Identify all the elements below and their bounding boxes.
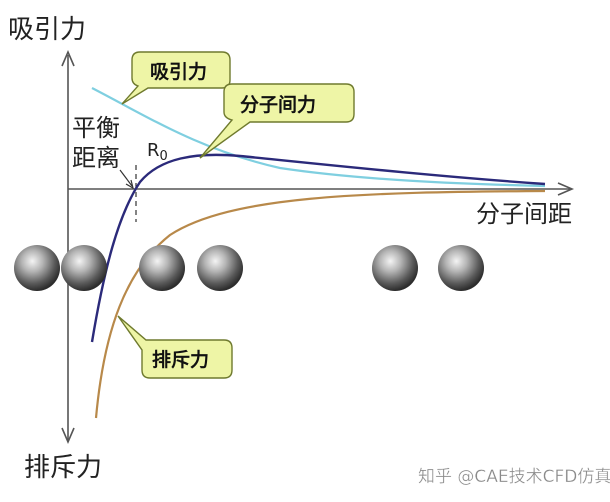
r0-main: R [147,140,160,161]
attraction-callout: 吸引力 [121,51,231,105]
repulsion-curve [94,189,546,419]
attraction-callout-bubble [121,51,231,105]
y-axis-bottom-arrow-icon [61,427,75,445]
r0-subscript: 0 [160,149,168,164]
x-axis-arrow-icon [557,182,575,196]
equilibrium-label-line2: 距离 [72,144,120,172]
equilibrium-pointer-head-icon [125,179,134,190]
net-force-callout: 分子间力 [199,83,355,159]
y-axis-top-label: 吸引力 [8,15,86,45]
molecule-ball [372,245,418,291]
y-axis-top-arrow-icon [61,49,75,67]
attraction-callout-label: 吸引力 [150,60,207,83]
molecule-ball [61,245,107,291]
equilibrium-pointer-icon [119,169,133,187]
repulsion-callout-bubble [117,315,233,379]
repulsion-callout: 排斥力 [117,315,233,379]
molecule-ball [14,245,60,291]
net-force-curve [90,153,546,343]
r0-label: R0 [147,140,168,164]
x-axis-label: 分子间距 [476,200,572,228]
y-axis-bottom-label: 排斥力 [24,453,102,483]
molecule-ball [438,245,484,291]
attraction-curve [91,87,546,188]
molecules-row [14,245,484,291]
watermark: 知乎 @CAE技术CFD仿真 [418,467,610,487]
net-force-callout-label: 分子间力 [240,93,316,116]
net-force-callout-bubble [199,83,355,159]
molecule-ball [197,245,243,291]
repulsion-callout-label: 排斥力 [152,348,209,371]
molecule-ball [139,245,185,291]
equilibrium-label-line1: 平衡 [72,114,120,142]
